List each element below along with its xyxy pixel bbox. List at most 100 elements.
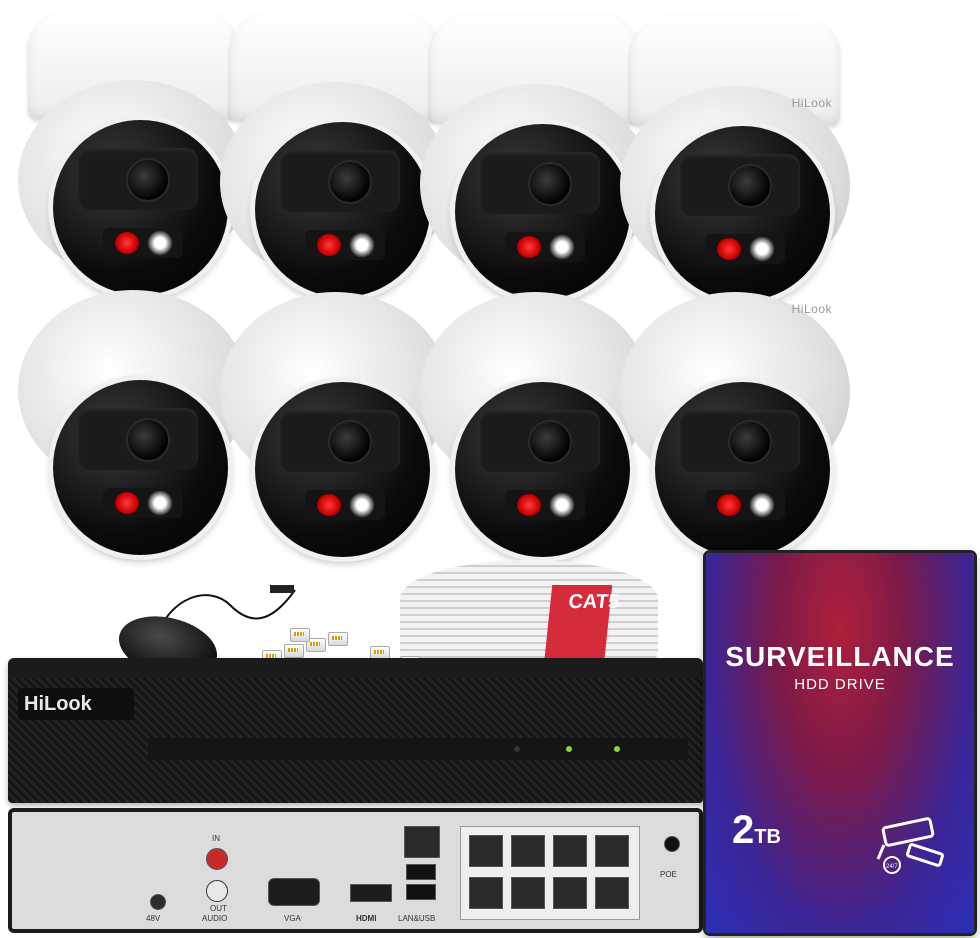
- lens-icon: [328, 160, 372, 204]
- power-led-icon: [514, 746, 520, 752]
- ground-screw-icon: [664, 836, 680, 852]
- camera-logo: HiLook: [791, 302, 832, 316]
- lens-icon: [528, 420, 572, 464]
- red-light-icon: [717, 238, 741, 260]
- lens-module: [480, 410, 600, 472]
- hdd-capacity-value: 2: [732, 808, 755, 852]
- lens-module: [480, 152, 600, 214]
- camera-ball: [255, 122, 430, 297]
- poe-label: POE: [660, 870, 677, 879]
- hdd-capacity-unit: TB: [754, 826, 781, 848]
- camera-logo: HiLook: [791, 96, 832, 110]
- dome-camera: [18, 10, 248, 310]
- poe-port-icon: [469, 835, 503, 867]
- rj45-connector-icon: [306, 638, 326, 652]
- camera-ball: [53, 380, 228, 555]
- red-light-icon: [317, 494, 341, 516]
- rj45-connector-icon: [328, 632, 348, 646]
- usb-port-icon: [406, 864, 436, 880]
- white-light-icon: [349, 232, 375, 258]
- camera-ball: [455, 382, 630, 557]
- camera-ball: [455, 124, 630, 299]
- lens-icon: [728, 420, 772, 464]
- mouse-cable-icon: [154, 585, 296, 641]
- red-light-icon: [115, 492, 139, 514]
- dome-camera: [220, 272, 450, 572]
- lens-icon: [728, 164, 772, 208]
- camera-ball: [53, 120, 228, 295]
- security-camera-icon: 24/7: [876, 817, 945, 874]
- illuminator-module: [103, 488, 183, 518]
- network-video-recorder: HiLook 48V IN OUT AUDIO VGA HDMI LAN&USB: [8, 658, 703, 933]
- camera-ball: [655, 382, 830, 557]
- lens-icon: [126, 418, 170, 462]
- poe-port-icon: [511, 835, 545, 867]
- white-light-icon: [147, 490, 173, 516]
- power-port-icon: [150, 894, 166, 910]
- network-led-icon: [614, 746, 620, 752]
- lens-module: [78, 408, 198, 470]
- poe-port-icon: [511, 877, 545, 909]
- hdd-capacity: 2TB: [732, 808, 781, 853]
- dome-camera: [420, 14, 650, 314]
- usb-plug-icon: [270, 585, 294, 593]
- power-port-label: 48V: [146, 914, 161, 923]
- dome-camera: HiLook: [620, 16, 850, 316]
- lens-module: [680, 410, 800, 472]
- illuminator-module: [705, 234, 785, 264]
- lens-icon: [328, 420, 372, 464]
- poe-port-icon: [553, 835, 587, 867]
- dome-camera: HiLook: [620, 272, 850, 572]
- hdd-title: SURVEILLANCE: [725, 641, 955, 672]
- lan-usb-label: LAN&USB: [398, 914, 436, 923]
- lens-module: [78, 148, 198, 210]
- vga-port-icon: [268, 878, 320, 906]
- illuminator-module: [305, 490, 385, 520]
- white-light-icon: [749, 236, 775, 262]
- red-light-icon: [517, 236, 541, 258]
- white-light-icon: [349, 492, 375, 518]
- hdd-badge: 24/7: [886, 864, 898, 870]
- cable-label: CAT5: [567, 591, 621, 613]
- red-light-icon: [717, 494, 741, 516]
- red-light-icon: [317, 234, 341, 256]
- poe-port-icon: [469, 877, 503, 909]
- red-light-icon: [517, 494, 541, 516]
- lan-port-icon: [404, 826, 440, 858]
- illuminator-module: [305, 230, 385, 260]
- illuminator-module: [505, 232, 585, 262]
- lens-module: [680, 154, 800, 216]
- usb-port-icon: [406, 884, 436, 900]
- poe-port-icon: [553, 877, 587, 909]
- audio-in-label: IN: [212, 834, 220, 843]
- hdmi-label: HDMI: [356, 914, 377, 923]
- poe-port-icon: [595, 835, 629, 867]
- nvr-indicator-band: [148, 738, 688, 760]
- illuminator-module: [103, 228, 183, 258]
- dome-camera: [18, 270, 248, 570]
- audio-out-port-icon: [206, 880, 228, 902]
- nvr-rear-panel: 48V IN OUT AUDIO VGA HDMI LAN&USB: [8, 808, 703, 933]
- white-light-icon: [549, 492, 575, 518]
- white-light-icon: [549, 234, 575, 260]
- poe-switch-block: [460, 826, 640, 920]
- lens-module: [280, 150, 400, 212]
- dome-camera: [420, 272, 650, 572]
- red-light-icon: [115, 232, 139, 254]
- poe-port-icon: [595, 877, 629, 909]
- camera-ball: [655, 126, 830, 301]
- dome-camera: [220, 12, 450, 312]
- hdd-subtitle: HDD DRIVE: [794, 676, 886, 693]
- rj45-connector-icon: [284, 644, 304, 658]
- status-led-icon: [566, 746, 572, 752]
- nvr-logo: HiLook: [18, 688, 134, 720]
- white-light-icon: [749, 492, 775, 518]
- white-light-icon: [147, 230, 173, 256]
- lens-icon: [126, 158, 170, 202]
- lens-icon: [528, 162, 572, 206]
- rj45-connector-icon: [290, 628, 310, 642]
- audio-out-label: OUT: [210, 904, 227, 913]
- lens-module: [280, 410, 400, 472]
- vga-label: VGA: [284, 914, 301, 923]
